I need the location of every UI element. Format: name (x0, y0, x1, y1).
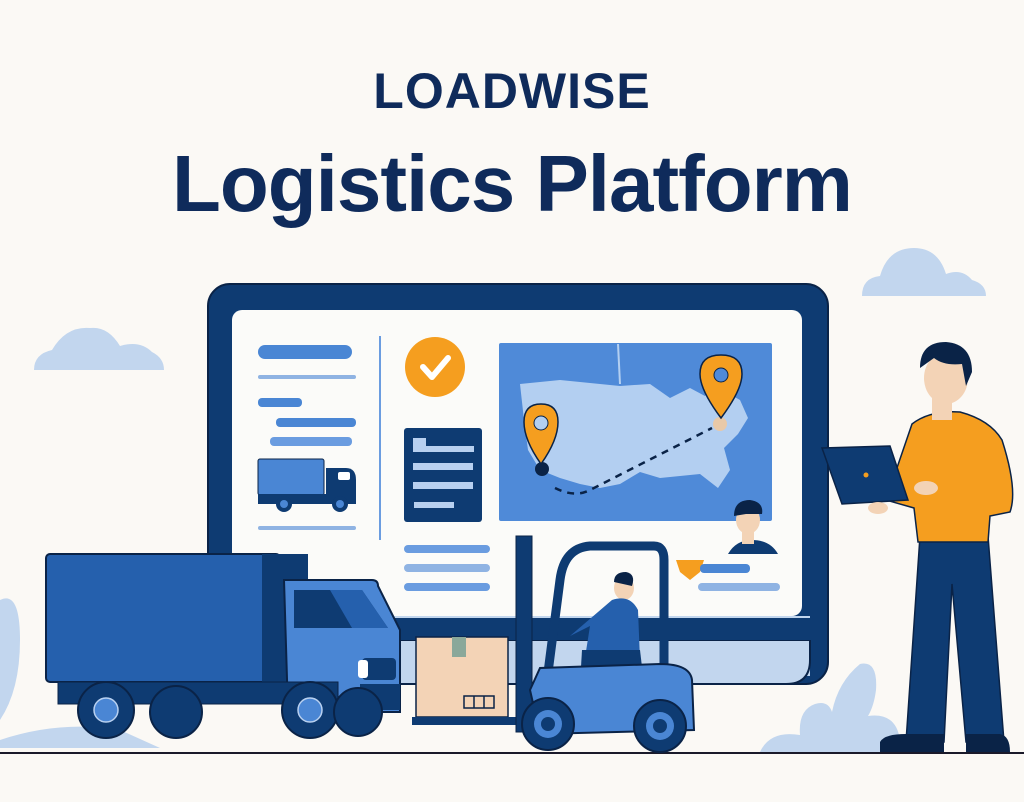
dashboard-middle-lines (404, 545, 490, 591)
cardboard-box-icon (412, 636, 522, 725)
page-title: Logistics Platform (172, 139, 853, 228)
checkmark-badge-icon (405, 337, 465, 397)
man-with-laptop (820, 342, 1014, 752)
document-card-icon (404, 428, 482, 522)
plant-right (760, 663, 900, 752)
cloud-left-icon (34, 327, 164, 370)
forklift-with-driver (515, 535, 696, 753)
notification-items (676, 560, 780, 591)
cloud-right-icon (862, 248, 986, 296)
destination-pin-icon (699, 354, 743, 420)
delivery-truck (45, 553, 401, 739)
dashboard-left-panel (258, 336, 381, 540)
ground-line (0, 752, 1024, 754)
support-agent-avatar (728, 500, 778, 554)
origin-pin-icon (523, 403, 559, 466)
brand-name: LOADWISE (373, 63, 651, 119)
dashboard-truck-icon (257, 458, 356, 512)
